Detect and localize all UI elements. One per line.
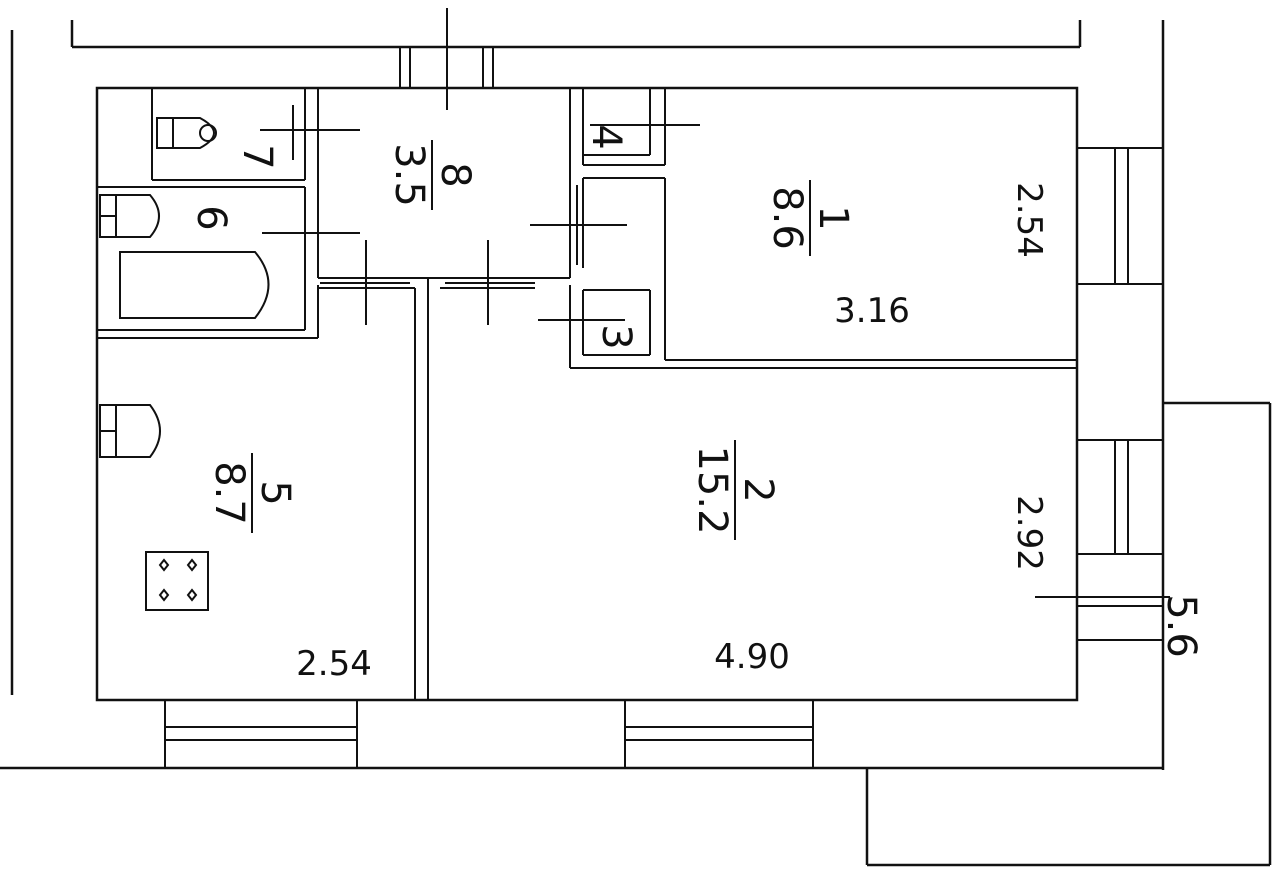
dimension-room1-depth: 2.54 <box>1009 182 1049 258</box>
room-label-4: 4 <box>583 124 629 149</box>
room-label-2: 2 15.2 <box>689 440 781 540</box>
room-label-3: 3 <box>593 324 639 349</box>
room-area: 3.5 <box>386 143 432 207</box>
room-area: 8.6 <box>764 186 810 250</box>
door-marks <box>260 95 1170 598</box>
room-number: 4 <box>583 124 629 149</box>
room-label-5: 5 8.7 <box>206 453 298 533</box>
building-outline <box>0 8 1165 770</box>
sink-icon <box>99 194 160 238</box>
window-room1 <box>1076 147 1164 285</box>
window-kitchen <box>164 699 358 769</box>
room-number: 7 <box>234 144 280 169</box>
balcony <box>865 401 1272 867</box>
room-number: 8 <box>432 162 478 187</box>
room-area: 15.2 <box>689 445 735 534</box>
toilet-icon <box>156 117 217 149</box>
room-number: 3 <box>593 324 639 349</box>
room-number: 2 <box>735 477 781 502</box>
window-living <box>624 699 814 769</box>
room-number: 6 <box>188 205 234 230</box>
kitchen-sink-icon <box>99 404 161 458</box>
room-label-8: 8 3.5 <box>386 140 478 210</box>
apartment-outer-wall <box>95 86 1079 702</box>
dimension-room1-width: 3.16 <box>834 291 910 331</box>
room-label-1: 1 8.6 <box>764 180 856 256</box>
balcony-door <box>1077 605 1163 641</box>
room-label-7: 7 <box>234 144 280 169</box>
window-room2 <box>1076 439 1164 555</box>
entrance-door <box>399 47 494 88</box>
room-number: 1 <box>810 205 856 230</box>
dimension-kitchen-width: 2.54 <box>296 644 372 684</box>
room-label-6: 6 <box>188 205 234 230</box>
room-area: 8.7 <box>206 461 252 525</box>
dimension-room2-depth: 2.92 <box>1009 495 1049 571</box>
bathtub-icon <box>119 251 270 319</box>
room-number: 5 <box>252 480 298 505</box>
interior-walls <box>97 88 1077 700</box>
balcony-area: 5.6 <box>1158 594 1204 658</box>
dimension-room2-width: 4.90 <box>714 637 790 677</box>
stove-icon <box>145 551 209 611</box>
